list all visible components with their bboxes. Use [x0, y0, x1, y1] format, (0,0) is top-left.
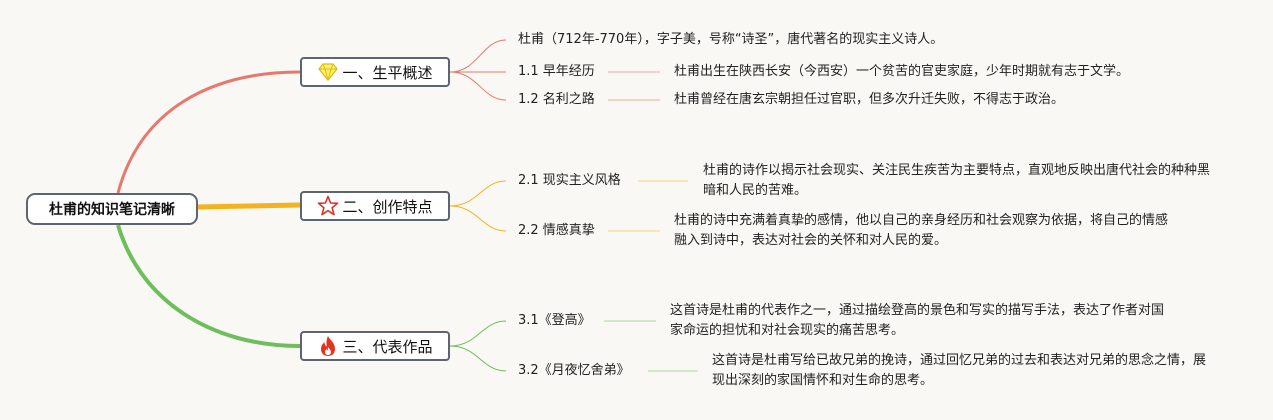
branch-title: 三、代表作品: [342, 337, 433, 356]
connector-b3-item-2: [449, 345, 507, 372]
star-icon: [317, 195, 339, 217]
diamond-icon: [317, 61, 339, 83]
sub-item-desc: 杜甫的诗中充满着真挚的感情，他以自己的亲身经历和社会观察为依据，将自己的情感融入…: [674, 213, 1169, 248]
branch-node-representative-works[interactable]: 三、代表作品: [300, 331, 450, 361]
sub-item-desc: 杜甫的诗作以揭示社会现实、关注民生疾苦为主要特点，直观地反映出唐代社会的种种黑暗…: [703, 163, 1211, 198]
sub-item-label[interactable]: 2.1 现实主义风格: [518, 173, 621, 188]
connector-root-branch-1: [116, 70, 301, 194]
sub-item-label[interactable]: 1.1 早年经历: [518, 64, 595, 79]
connector-b1-item-2: [449, 71, 507, 101]
sub-item-label[interactable]: 3.1《登高》: [518, 313, 591, 328]
root-title: 杜甫的知识笔记清晰: [49, 202, 175, 218]
branch-node-life-overview[interactable]: 一、生平概述: [300, 57, 450, 87]
sub-item-desc: 杜甫出生在陕西长安（今西安）一个贫苦的官吏家庭，少年时期就有志于文学。: [674, 64, 1130, 79]
sub-item-label[interactable]: 2.2 情感真挚: [518, 223, 595, 238]
connector-b2-item-2: [449, 205, 507, 232]
sub-item-desc: 杜甫曾经在唐玄宗朝担任过官职，但多次升迁失败，不得志于政治。: [674, 92, 1065, 107]
connector-b2-item-1: [449, 180, 507, 207]
branch-node-creative-features[interactable]: 二、创作特点: [300, 191, 450, 221]
sub-item-desc: 这首诗是杜甫的代表作之一，通过描绘登高的景色和写实的描写手法，表达了作者对国家命…: [670, 303, 1165, 338]
sub-item-label[interactable]: 3.2《月夜忆舍弟》: [518, 363, 630, 378]
branch-1-summary: 杜甫（712年-770年），字子美，号称“诗圣”，唐代著名的现实主义诗人。: [518, 32, 944, 47]
fire-icon: [317, 335, 339, 357]
branch-title: 二、创作特点: [342, 197, 433, 216]
root-node[interactable]: 杜甫的知识笔记清晰: [26, 193, 198, 225]
connector-root-branch-3: [116, 224, 301, 348]
connector-b3-item-1: [449, 320, 507, 347]
branch-title: 一、生平概述: [342, 63, 433, 82]
connector-b1-summary: [449, 39, 507, 73]
sub-item-desc: 这首诗是杜甫写给已故兄弟的挽诗，通过回忆兄弟的过去和表达对兄弟的思念之情，展现出…: [712, 353, 1207, 388]
connector-root-branch-2: [197, 202, 301, 210]
sub-item-label[interactable]: 1.2 名利之路: [518, 92, 595, 107]
